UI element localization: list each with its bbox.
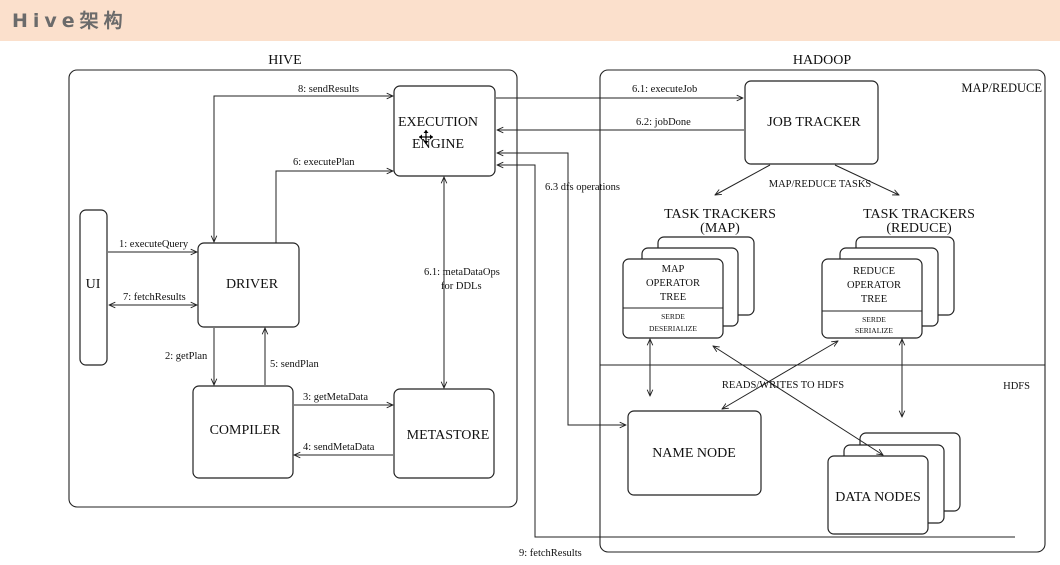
data-nodes-box — [827, 455, 929, 535]
mr-tasks-label: MAP/REDUCE TASKS — [769, 179, 872, 190]
label-send-metadata: 4: sendMetaData — [303, 442, 375, 453]
job-tracker-label: JOB TRACKER — [767, 115, 861, 130]
tt-map-title-2: (MAP) — [700, 221, 740, 236]
metastore-box — [393, 388, 495, 479]
label-fetch-results-hdfs: 9: fetchResults — [519, 548, 582, 559]
driver-box — [197, 242, 300, 328]
label-job-done: 6.2: jobDone — [636, 117, 691, 128]
driver-label: DRIVER — [226, 277, 279, 292]
reduce-serialize: SERIALIZE — [855, 326, 893, 335]
mapreduce-label: MAP/REDUCE — [961, 81, 1042, 95]
label-get-metadata: 3: getMetaData — [303, 392, 368, 403]
edge-reduce-namenode — [722, 341, 838, 409]
label-metadata-ops-1: 6.1: metaDataOps — [424, 267, 500, 278]
hdfs-label: HDFS — [1003, 381, 1030, 392]
move-cursor-icon — [419, 130, 433, 144]
map-tree-2: OPERATOR — [646, 278, 700, 289]
metastore-label: METASTORE — [407, 428, 490, 443]
ui-label: UI — [86, 277, 101, 292]
compiler-label: COMPILER — [210, 423, 281, 438]
reduce-tree-2: OPERATOR — [847, 280, 901, 291]
map-serde: SERDE — [661, 312, 685, 321]
reduce-tree-3: TREE — [861, 294, 887, 305]
reduce-tree-1: REDUCE — [853, 266, 895, 277]
edge-fetch-results-hdfs — [497, 165, 1015, 538]
tt-map-title-1: TASK TRACKERS — [664, 207, 776, 222]
title-bar: Hive架构 — [0, 0, 1060, 41]
edge-dfs-operations — [497, 153, 626, 425]
label-send-plan: 5: sendPlan — [270, 359, 319, 370]
map-tree-1: MAP — [662, 264, 685, 275]
architecture-diagram: HIVE HADOOP MAP/REDUCE HDFS UI DRIVER CO… — [68, 53, 1046, 559]
edge-send-results — [214, 96, 393, 242]
label-execute-plan: 6: executePlan — [293, 157, 355, 168]
execution-label-1: EXECUTION — [398, 115, 478, 130]
tt-reduce-title-1: TASK TRACKERS — [863, 207, 975, 222]
hadoop-label: HADOOP — [793, 53, 852, 68]
label-metadata-ops-2: for DDLs — [441, 281, 482, 292]
map-deserialize: DESERIALIZE — [649, 324, 697, 333]
label-fetch-results-ui: 7: fetchResults — [123, 292, 186, 303]
label-execute-query: 1: executeQuery — [119, 239, 189, 250]
reads-writes-label: READS/WRITES TO HDFS — [722, 380, 844, 391]
data-nodes-label: DATA NODES — [835, 490, 921, 505]
job-tracker-box — [744, 80, 879, 165]
execution-engine-box — [393, 85, 496, 177]
map-tree-3: TREE — [660, 292, 686, 303]
edge-jt-reduce — [834, 164, 899, 195]
execution-label-2: ENGINE — [412, 137, 464, 152]
ui-box — [79, 209, 108, 366]
reduce-serde: SERDE — [862, 315, 886, 324]
tt-reduce-box — [821, 258, 923, 339]
page-title: Hive架构 — [12, 10, 128, 32]
label-execute-job: 6.1: executeJob — [632, 84, 697, 95]
name-node-label: NAME NODE — [652, 446, 736, 461]
edge-jt-map — [715, 164, 771, 195]
hive-label: HIVE — [268, 53, 301, 68]
label-get-plan: 2: getPlan — [165, 351, 208, 362]
edge-execute-plan — [275, 171, 393, 243]
tt-reduce-title-2: (REDUCE) — [886, 221, 952, 236]
label-send-results: 8: sendResults — [298, 84, 359, 95]
compiler-box — [192, 385, 294, 479]
label-dfs-operations: 6.3 dfs operations — [545, 182, 620, 193]
